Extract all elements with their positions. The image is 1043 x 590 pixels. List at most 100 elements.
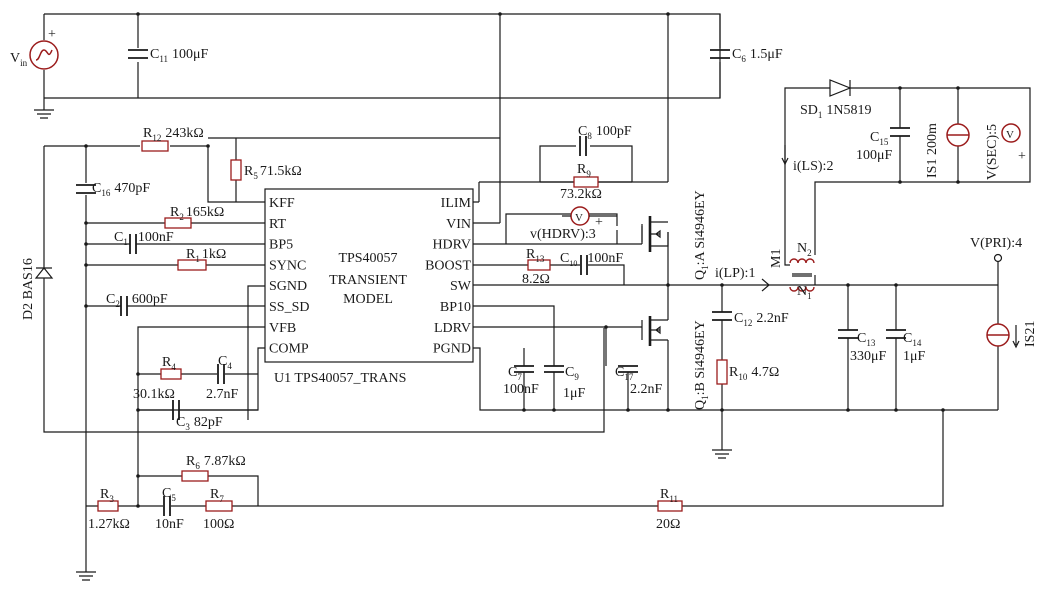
ground-symbols — [34, 109, 732, 581]
svg-text:R3: R3 — [100, 487, 114, 504]
ground-vin — [34, 109, 54, 119]
mosfet-q1b: Q1:B Si4946EY — [641, 316, 710, 410]
chip-pin-hdrv: HDRV — [432, 238, 471, 253]
ground-left — [76, 506, 96, 581]
svg-text:100nF: 100nF — [503, 382, 539, 397]
capacitor-c4: C4 2.7nF — [206, 354, 239, 402]
tps40057-chip: TPS40057 TRANSIENT MODEL U1 TPS40057_TRA… — [264, 188, 474, 386]
resistor-r13: R13 8.2Ω — [522, 247, 551, 287]
vin-label: Vin — [10, 51, 28, 68]
svg-text:R7: R7 — [210, 487, 224, 504]
svg-text:C9: C9 — [565, 365, 579, 382]
resistor-r4: R4 30.1kΩ — [133, 355, 182, 402]
capacitor-c7: C7 100nF — [503, 365, 539, 397]
current-source-is1: IS1 200m — [925, 123, 970, 178]
chip-pin-sgnd: SGND — [269, 279, 307, 294]
i-ls-label: i(LS):2 — [793, 159, 833, 174]
chip-label: U1 TPS40057_TRANS — [274, 371, 406, 386]
ground-q1b — [712, 449, 732, 459]
capacitor-c17: C17 2.2nF — [615, 365, 663, 397]
svg-text:100Ω: 100Ω — [203, 517, 234, 532]
capacitor-c5: C5 10nF — [155, 486, 184, 532]
svg-text:C15: C15 — [870, 130, 889, 147]
svg-text:+: + — [595, 215, 603, 230]
chip-pin-ilim: ILIM — [441, 196, 472, 211]
svg-text:1μF: 1μF — [903, 349, 926, 364]
svg-text:330μF: 330μF — [850, 349, 887, 364]
svg-text:R4: R4 — [162, 355, 176, 372]
current-probe-ls: i(LS):2 — [781, 145, 833, 174]
svg-text:8.2Ω: 8.2Ω — [522, 272, 550, 287]
chip-pin-sync: SYNC — [269, 258, 306, 273]
svg-text:1.27kΩ: 1.27kΩ — [88, 517, 130, 532]
diode-d2: D2 BAS16 — [21, 258, 54, 320]
svg-text:C17: C17 — [615, 365, 634, 382]
svg-text:R9: R9 — [577, 162, 591, 179]
voltage-probe-sec: V + V(SEC):5 — [985, 123, 1026, 180]
svg-text:R67.87kΩ: R67.87kΩ — [186, 454, 246, 471]
chip-pin-comp: COMP — [269, 342, 309, 357]
vin-plus: + — [48, 27, 56, 42]
svg-text:1μF: 1μF — [563, 386, 586, 401]
chip-pin-bp5: BP5 — [269, 238, 293, 253]
chip-title-line2: TRANSIENT — [329, 273, 407, 288]
voltage-probe-pri: V(PRI):4 — [970, 236, 1022, 263]
v-hdrv-label: v(HDRV):3 — [530, 227, 596, 242]
chip-title-line1: TPS40057 — [338, 251, 397, 266]
svg-text:N2: N2 — [797, 241, 812, 258]
junction-dots — [84, 12, 960, 508]
svg-text:C4: C4 — [218, 354, 232, 371]
svg-text:C61.5μF: C61.5μF — [732, 47, 783, 64]
v-sec-label: V(SEC):5 — [985, 124, 1000, 180]
svg-text:V: V — [575, 212, 583, 224]
svg-text:N1: N1 — [797, 284, 812, 301]
capacitor-c14: C14 1μF — [886, 329, 926, 364]
m1-label: M1 — [769, 249, 784, 268]
chip-pin-sw: SW — [450, 279, 472, 294]
svg-text:100μF: 100μF — [856, 148, 893, 163]
capacitor-c13: C13 330μF — [838, 329, 887, 364]
chip-pin-ss-sd: SS_SD — [269, 300, 309, 315]
svg-text:2.7nF: 2.7nF — [206, 387, 239, 402]
chip-pin-rt: RT — [269, 217, 286, 232]
capacitor-c9: C9 1μF — [544, 365, 586, 401]
chip-pin-kff: KFF — [269, 196, 295, 211]
svg-text:73.2kΩ: 73.2kΩ — [560, 187, 602, 202]
svg-text:C14: C14 — [903, 331, 922, 348]
svg-text:20Ω: 20Ω — [656, 517, 680, 532]
resistor-r7: R7 100Ω — [203, 487, 234, 532]
current-source-is21: IS21 — [986, 321, 1038, 349]
is21-label: IS21 — [1023, 321, 1038, 347]
i-lp-label: i(LP):1 — [715, 266, 755, 281]
is1-label: IS1 200m — [925, 123, 940, 178]
svg-text:+: + — [1018, 149, 1026, 164]
chip-pin-ldrv: LDRV — [434, 321, 471, 336]
